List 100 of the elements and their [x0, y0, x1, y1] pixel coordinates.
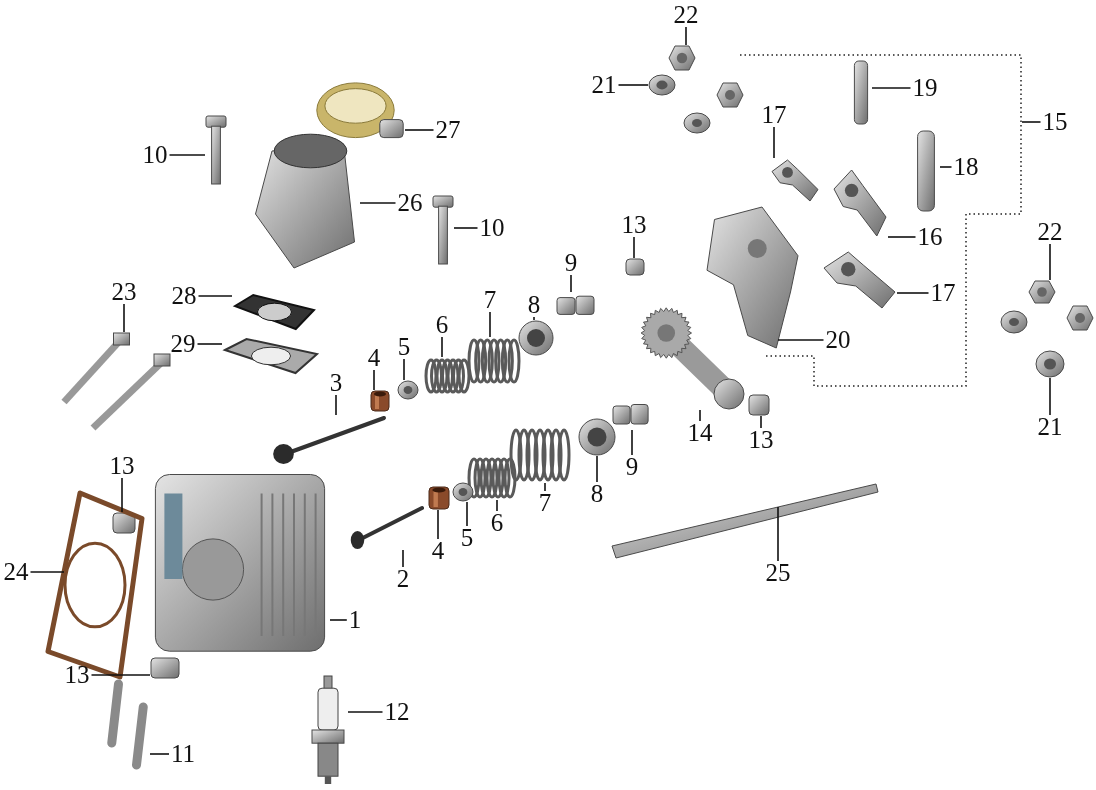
callout-number: 7	[483, 288, 497, 312]
callout-number: 13	[621, 213, 647, 237]
leader-line	[453, 227, 479, 229]
callout-number: 22	[1037, 220, 1063, 244]
valve-seal-drawing	[428, 486, 450, 510]
callout-number: 11	[170, 742, 196, 766]
callout-number: 13	[64, 663, 90, 687]
callout-number: 23	[111, 280, 137, 304]
callout-number: 21	[1037, 415, 1063, 439]
leader-line	[149, 753, 170, 755]
leader-line	[633, 236, 635, 259]
valve-drawing	[350, 505, 425, 550]
leader-line	[359, 202, 397, 204]
callout-number: 27	[435, 118, 461, 142]
dowel-pin-drawing	[748, 394, 770, 416]
callout-number: 22	[673, 3, 699, 27]
callout-number: 18	[953, 155, 979, 179]
callout-number: 3	[329, 371, 343, 395]
leader-line	[123, 303, 125, 333]
bolt-drawing	[60, 332, 170, 432]
leader-line	[90, 674, 151, 676]
callout-number: 10	[142, 143, 168, 167]
leader-line	[871, 87, 912, 89]
dowel-pin-drawing	[150, 657, 180, 679]
leader-line	[168, 154, 206, 156]
leader-line	[437, 509, 439, 540]
callout-number: 4	[431, 539, 445, 563]
leader-line	[29, 571, 65, 573]
callout-number: 25	[765, 561, 791, 585]
callout-number: 12	[384, 700, 410, 724]
leader-line	[329, 619, 348, 621]
callout-number: 17	[930, 281, 956, 305]
spring-drawing	[468, 337, 520, 385]
callout-number: 7	[538, 491, 552, 515]
callout-number: 10	[479, 216, 505, 240]
callout-number: 21	[591, 73, 617, 97]
leader-line	[685, 26, 687, 46]
leader-line	[197, 295, 233, 297]
leader-line	[466, 501, 468, 527]
callout-number: 8	[527, 293, 541, 317]
washer-drawing	[648, 74, 676, 96]
callout-number: 6	[490, 511, 504, 535]
leader-line	[777, 339, 825, 341]
leader-line	[533, 316, 535, 321]
bolt-drawing	[432, 195, 454, 265]
spring-drawing	[510, 427, 570, 483]
bolt-drawing	[205, 115, 227, 185]
valve-seal-drawing	[370, 390, 390, 412]
nut-drawing	[668, 45, 696, 71]
leader-line	[1049, 377, 1051, 416]
callout-number: 26	[397, 191, 423, 215]
leader-line	[760, 415, 762, 429]
leader-line	[347, 711, 384, 713]
callout-number: 16	[917, 225, 943, 249]
leader-line	[403, 358, 405, 381]
leader-line	[896, 292, 930, 294]
spring-retainer-drawing	[578, 418, 616, 456]
callout-number: 15	[1042, 110, 1068, 134]
callout-number: 28	[171, 284, 197, 308]
callout-number: 17	[761, 103, 787, 127]
insulator-drawing	[232, 292, 317, 332]
callout-number: 1	[348, 608, 362, 632]
callout-number: 2	[396, 567, 410, 591]
leader-line	[939, 166, 953, 168]
leader-line	[402, 549, 404, 568]
leader-line	[335, 394, 337, 416]
callout-number: 24	[3, 560, 29, 584]
spark-plug-drawing	[308, 675, 348, 785]
leader-line	[777, 506, 779, 562]
leader-line	[570, 274, 572, 293]
leader-line	[441, 336, 443, 358]
leader-line	[773, 126, 775, 159]
valve-drawing	[272, 415, 387, 465]
leader-line	[596, 455, 598, 483]
group-boundary-frame	[739, 54, 1022, 387]
callout-number: 4	[367, 346, 381, 370]
callout-number: 8	[590, 482, 604, 506]
callout-number: 29	[170, 332, 196, 356]
callout-number: 19	[912, 76, 938, 100]
washer-drawing	[452, 482, 474, 502]
callout-number: 9	[564, 251, 578, 275]
spring-retainer-drawing	[518, 320, 554, 356]
leader-line	[617, 84, 649, 86]
spring-drawing	[468, 456, 516, 500]
leader-line	[121, 477, 123, 513]
callout-number: 6	[435, 313, 449, 337]
washer-drawing	[1035, 350, 1065, 378]
leader-line	[196, 343, 223, 345]
callout-number: 13	[109, 454, 135, 478]
leader-line	[1049, 243, 1051, 281]
callout-number: 13	[748, 428, 774, 452]
callout-number: 5	[397, 335, 411, 359]
leader-line	[496, 499, 498, 512]
callout-number: 14	[687, 421, 713, 445]
camshaft-holder-drawing	[705, 205, 800, 350]
leader-line	[699, 409, 701, 422]
leader-line	[404, 129, 435, 131]
callout-number: 9	[625, 455, 639, 479]
stud-drawing	[105, 680, 150, 770]
leader-line	[544, 482, 546, 492]
